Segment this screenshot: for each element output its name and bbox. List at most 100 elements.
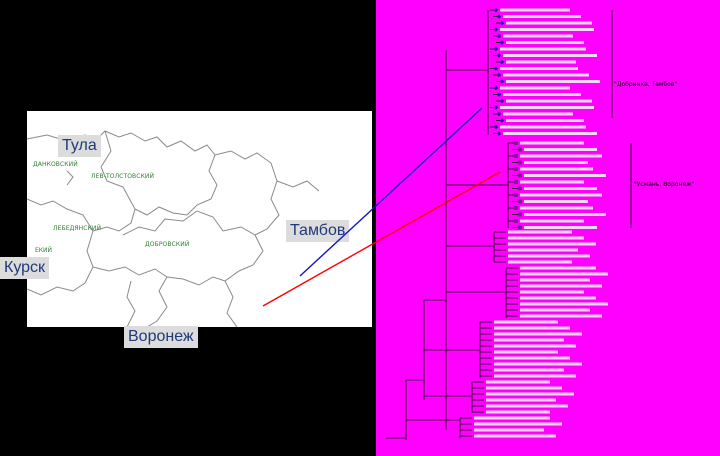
leaf-label-blur — [506, 119, 584, 122]
leaf-label-blur — [508, 248, 578, 252]
leaf-label-blur — [520, 308, 590, 312]
blue-diamond-marker — [496, 92, 502, 97]
purple-square-marker — [518, 186, 522, 191]
leaf-label-blur — [494, 374, 576, 378]
purple-square-marker — [514, 193, 518, 197]
city-label-tula: Тула — [58, 135, 101, 157]
leaf-label-blur — [500, 47, 586, 51]
leaf-label-blur — [500, 67, 578, 70]
district-dobrovsky: ДОБРОВСКИЙ — [145, 241, 190, 248]
leaf-label-blur — [506, 41, 584, 44]
leaf-label-blur — [486, 392, 574, 396]
purple-square-marker — [518, 212, 522, 217]
leaf-label-blur — [506, 21, 592, 25]
leaf-label-blur — [520, 154, 602, 158]
leaf-label-blur — [520, 296, 596, 300]
leaf-label-blur — [503, 54, 597, 57]
blue-diamond-marker — [496, 14, 502, 19]
leaf-label-blur — [494, 338, 564, 342]
city-label-kursk: Курск — [0, 257, 50, 279]
map-panel: ДАНКОВСКИЙ ЛЕВ-ТОЛСТОВСКИЙ ЛЕБЕДЯНСКИЙ Е… — [0, 111, 372, 348]
purple-square-marker — [514, 141, 518, 145]
blue-diamond-marker — [496, 131, 502, 136]
blue-diamond-marker — [499, 118, 505, 123]
leaf-label-blur — [520, 272, 608, 276]
leaf-label-blur — [503, 15, 581, 18]
district-lev-tolstovsky: ЛЕВ-ТОЛСТОВСКИЙ — [91, 173, 155, 180]
leaf-label-blur — [474, 428, 544, 432]
leaf-label-blur — [524, 174, 606, 177]
blue-diamond-marker — [493, 7, 499, 13]
blue-diamond-marker — [496, 72, 502, 78]
leaf-label-blur — [506, 60, 576, 64]
blue-diamond-marker — [493, 66, 499, 71]
clade-label-usman-voronezh: "Усмань, Воронеж" — [634, 181, 694, 188]
leaf-label-blur — [520, 284, 602, 288]
leaf-label-blur — [520, 278, 590, 282]
district-dankovsky: ДАНКОВСКИЙ — [33, 161, 78, 168]
leaf-label-blur — [494, 326, 570, 330]
purple-square-marker — [514, 180, 518, 184]
district-lebedyansky: ЛЕБЕДЯНСКИЙ — [53, 225, 102, 232]
leaf-label-blur — [494, 344, 576, 348]
blue-diamond-marker — [499, 79, 505, 84]
district-fragment: ЕКИЙ — [35, 247, 53, 254]
blue-diamond-marker — [493, 105, 499, 110]
leaf-label-blur — [520, 141, 584, 145]
blue-diamond-marker — [499, 98, 505, 104]
leaf-label-blur — [520, 302, 608, 306]
purple-square-marker — [514, 206, 518, 210]
leaf-label-blur — [524, 226, 597, 229]
blue-diamond-marker — [496, 53, 502, 58]
leaf-label-blur — [500, 28, 594, 31]
leaf-label-blur — [494, 320, 558, 324]
leaf-label-blur — [503, 34, 573, 38]
leaf-label-blur — [508, 230, 572, 234]
leaf-label-blur — [474, 422, 562, 426]
purple-square-marker — [518, 225, 522, 230]
purple-square-marker — [514, 167, 518, 171]
leaf-label-blur — [524, 213, 606, 216]
clade-label-dobrinka-tambov: "Добринка, Тамбов" — [614, 81, 677, 88]
leaf-label-blur — [500, 86, 570, 90]
leaf-label-blur — [486, 398, 556, 402]
leaf-label-blur — [508, 236, 584, 240]
leaf-label-blur — [520, 266, 596, 270]
city-label-tambov: Тамбов — [286, 220, 350, 242]
leaf-label-blur — [474, 434, 556, 438]
leaf-label-blur — [503, 112, 573, 116]
leaf-label-blur — [524, 200, 588, 203]
leaf-label-blur — [508, 260, 572, 264]
leaf-label-blur — [486, 404, 568, 408]
leaf-label-blur — [494, 356, 570, 360]
leaf-label-blur — [508, 254, 590, 258]
leaf-label-blur — [500, 125, 586, 129]
city-label-voronezh: Воронеж — [124, 326, 198, 348]
leaf-label-blur — [494, 362, 582, 366]
leaf-label-blur — [520, 206, 593, 210]
leaf-label-blur — [506, 99, 592, 103]
leaf-label-blur — [500, 8, 570, 12]
leaf-label-blur — [524, 148, 597, 151]
blue-diamond-marker — [493, 85, 499, 91]
blue-diamond-marker — [496, 111, 502, 117]
leaf-label-blur — [474, 416, 550, 420]
blue-diamond-marker — [499, 59, 505, 65]
purple-square-marker — [514, 219, 518, 223]
leaf-label-blur — [520, 180, 584, 184]
leaf-label-blur — [503, 132, 597, 135]
leaf-label-blur — [508, 242, 596, 246]
blue-diamond-marker — [496, 33, 502, 39]
leaf-label-blur — [503, 73, 589, 77]
leaf-label-blur — [486, 380, 550, 384]
leaf-label-blur — [486, 410, 550, 414]
leaf-label-blur — [503, 93, 581, 96]
phylogenetic-tree: "Добринка, Тамбов" "Усмань, Воронеж" — [386, 7, 694, 440]
leaf-label-blur — [520, 314, 602, 318]
leaf-label-blur — [500, 106, 594, 109]
leaf-label-blur — [524, 161, 588, 164]
leaf-label-blur — [506, 80, 600, 83]
leaf-label-blur — [486, 386, 562, 390]
purple-square-marker — [518, 173, 522, 178]
leaf-label-blur — [520, 290, 584, 294]
